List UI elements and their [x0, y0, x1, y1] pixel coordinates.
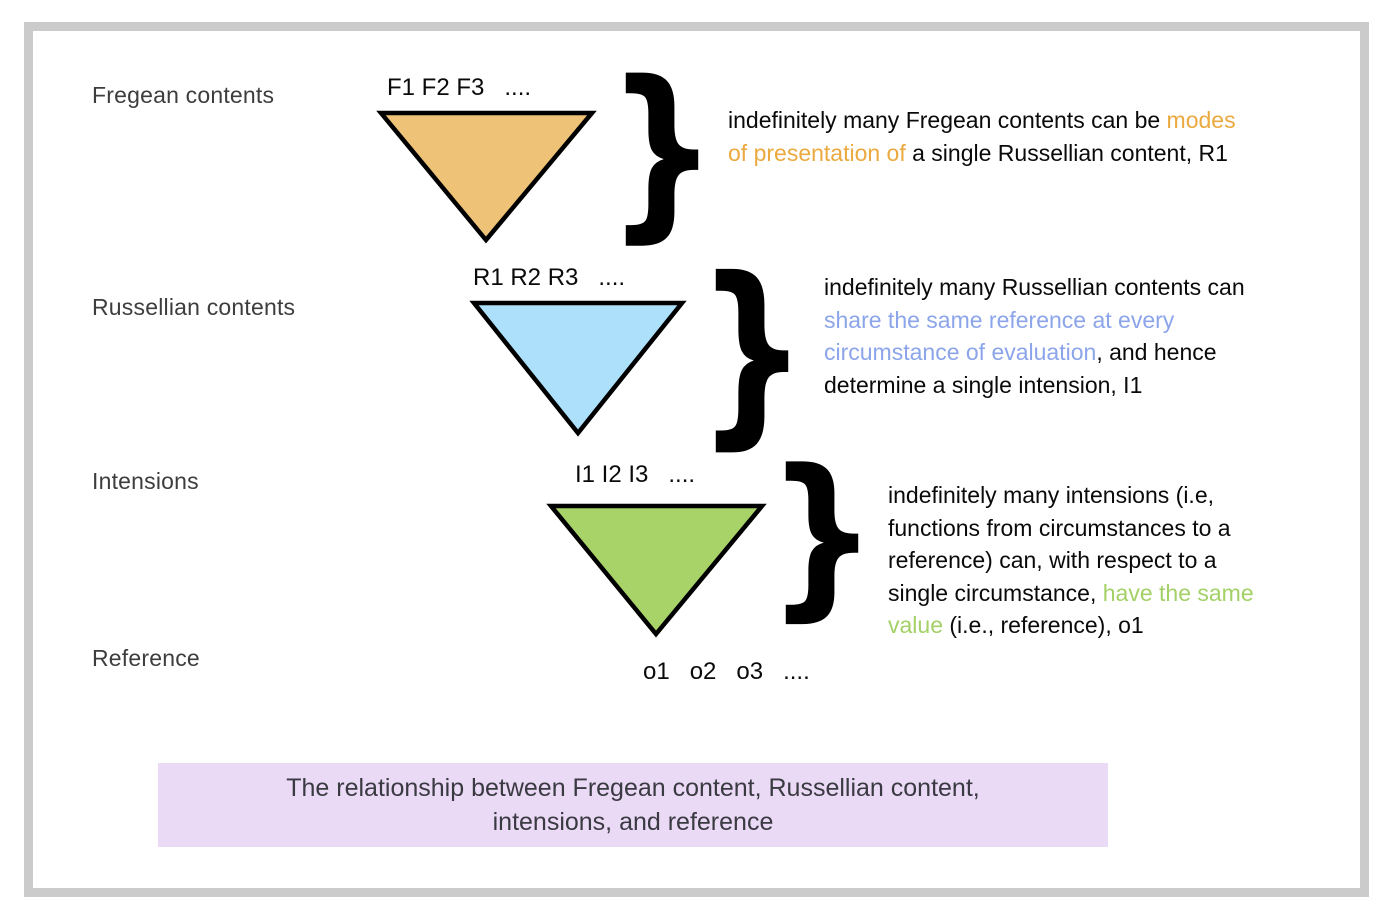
russellian-annotation: indefinitely many Russellian contents ca… [824, 271, 1384, 401]
brace-icon: } [606, 41, 718, 261]
annotation-segment: share the same reference at every circum… [824, 306, 1175, 366]
intensions-annotation: indefinitely many intensions (i.e, funct… [888, 479, 1388, 642]
diagram-frame [24, 22, 1369, 897]
annotation-segment: indefinitely many intensions (i.e, funct… [888, 482, 1231, 606]
intensions-items-label: I1 I2 I3 .... [575, 461, 696, 488]
brace-icon: } [766, 432, 878, 638]
row-label-fregean-contents: Fregean contents [92, 82, 275, 108]
annotation-segment: indefinitely many Fregean contents can b… [728, 107, 1167, 133]
annotation-segment: modes of presentation of [728, 107, 1236, 166]
annotation-segment: , and hence determine a single intension… [824, 339, 1217, 398]
annotation-segment: (i.e., reference), o1 [942, 612, 1144, 638]
reference-items-label: o1 o2 o3 .... [643, 658, 810, 685]
row-label-reference: Reference [92, 645, 200, 671]
annotation-segment: a single Russellian content, R1 [905, 139, 1228, 166]
brace-icon: } [696, 236, 808, 468]
annotation-segment: have the same value [888, 579, 1254, 639]
fregean-annotation: indefinitely many Fregean contents can b… [728, 104, 1368, 169]
caption-box: The relationship between Fregean content… [158, 763, 1108, 847]
row-label-russellian-contents: Russellian contents [92, 294, 296, 320]
row-label-intensions: Intensions [92, 468, 199, 494]
annotation-segment: indefinitely many Russellian contents ca… [824, 274, 1245, 300]
fregean-items-label: F1 F2 F3 .... [387, 74, 532, 101]
russellian-items-label: R1 R2 R3 .... [473, 264, 626, 291]
